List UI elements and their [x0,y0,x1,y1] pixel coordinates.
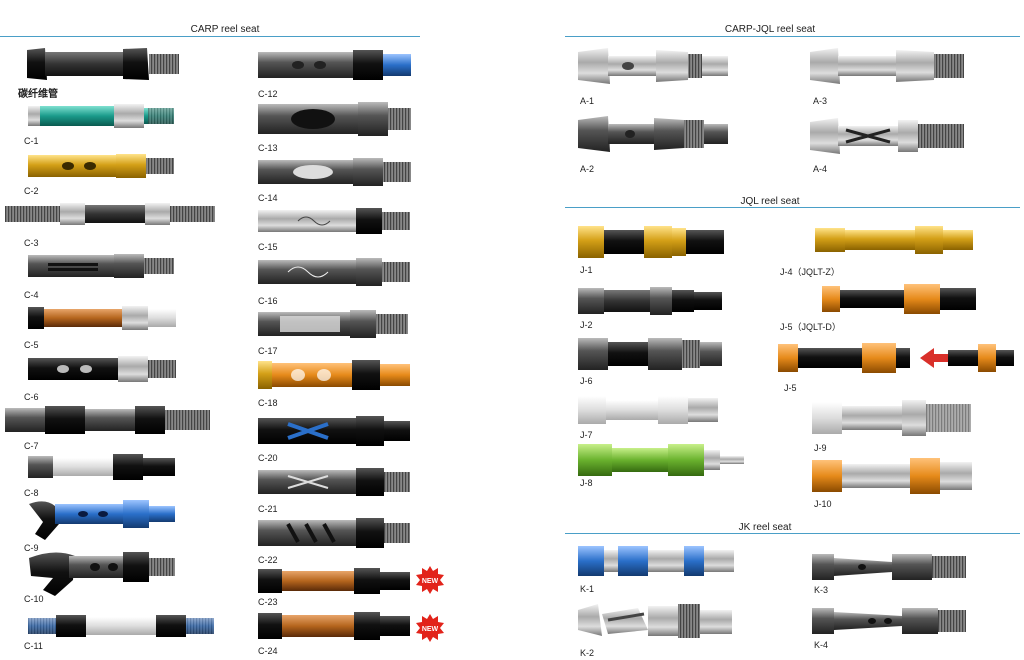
label-c5: C-5 [24,340,39,350]
reel-seat-j4-image [815,226,973,254]
reel-seat-j2-image [578,287,722,315]
label-k3: K-3 [814,585,829,595]
label-c1: C-1 [24,136,39,146]
label-c17: C-17 [258,346,278,356]
reel-seat-c16-image [258,258,410,286]
reel-seat-c24-image [258,612,410,640]
label-c10: C-10 [24,594,44,604]
label-c7: C-7 [24,441,39,451]
label-c4: C-4 [24,290,39,300]
reel-seat-k4-image [812,608,966,634]
label-k2: K-2 [580,648,595,658]
label-j7: J-7 [580,430,593,440]
reel-seat-c12-image [258,50,411,80]
reel-seat-c15-image [258,208,410,234]
label-a1: A-1 [580,96,595,106]
label-c24: C-24 [258,646,278,656]
reel-seat-c4-image [28,254,174,278]
reel-seat-c18-image [258,360,410,390]
jk-section-title: JK reel seat [738,522,792,533]
new-badge-c23: NEW [416,566,444,594]
reel-seat-c21-image [258,468,410,496]
reel-seat-c10-image [29,552,175,596]
new-badge-c23-text: NEW [422,578,439,585]
label-j1: J-1 [580,265,593,275]
label-c14: C-14 [258,193,278,203]
carbon-tube-image [27,48,179,80]
label-c13: C-13 [258,143,278,153]
label-c12: C-12 [258,89,278,99]
carp-section-title: CARP reel seat [190,24,260,35]
label-c18: C-18 [258,398,278,408]
reel-seat-j1-image [578,226,724,258]
label-c6: C-6 [24,392,39,402]
label-k1: K-1 [580,584,595,594]
reel-seat-k1-image [578,546,734,576]
arrow-left-icon [920,348,948,368]
reel-seat-j6-image [578,338,722,370]
label-c21: C-21 [258,504,278,514]
carbon-tube-label: 碳纤维管 [18,89,58,100]
label-j4: J-4（JQLT-Z） [780,267,840,277]
label-j2: J-2 [580,320,593,330]
reel-seat-c7-image [5,406,210,434]
label-c20: C-20 [258,453,278,463]
label-j6: J-6 [580,376,593,386]
new-badge-c24-text: NEW [422,626,439,633]
reel-seat-j9-image [812,400,971,436]
label-j5: J-5 [784,383,797,393]
jql-section-rule [565,207,1020,208]
reel-seat-c14-image [258,158,411,186]
label-c22: C-22 [258,555,278,565]
reel-seat-j8-image [578,444,744,476]
reel-seat-c5-image [28,306,176,330]
carp-jql-section-rule [565,36,1020,37]
reel-seat-c23-image [258,568,410,594]
reel-seat-k2-image [578,604,732,638]
label-j5d: J-5（JQLT-D） [780,322,841,332]
jk-section-rule [565,533,1020,534]
reel-seat-k3-image [812,554,966,580]
reel-seat-c11-image [28,615,214,637]
label-c9: C-9 [24,543,39,553]
reel-seat-a1-image [578,48,728,84]
label-c8: C-8 [24,488,39,498]
reel-seat-c20-image [258,416,410,446]
label-j10: J-10 [814,499,832,509]
reel-seat-c17-image [258,310,408,338]
label-j8: J-8 [580,478,593,488]
label-c15: C-15 [258,242,278,252]
reel-seat-c13-image [258,102,411,136]
label-c3: C-3 [24,238,39,248]
reel-seat-c22-image [258,518,410,548]
label-c2: C-2 [24,186,39,196]
reel-seat-j5-image [778,343,1014,373]
label-c11: C-11 [24,641,43,651]
reel-seat-j10-image [812,458,972,494]
label-c16: C-16 [258,296,278,306]
carp-section-rule [0,36,420,37]
reel-seat-c6-image [28,356,176,382]
reel-seat-c1-image [28,104,174,128]
reel-seat-a4-image [810,118,964,154]
carp-jql-section-title: CARP-JQL reel seat [724,24,816,35]
label-a3: A-3 [813,96,828,106]
jql-section-title: JQL reel seat [740,196,800,207]
label-k4: K-4 [814,640,829,650]
reel-seat-j5d-image [822,284,976,314]
label-j9: J-9 [814,443,827,453]
reel-seat-c2-image [28,154,174,178]
reel-seat-c9-image [29,500,175,540]
reel-seat-j7-image [578,396,718,424]
new-badge-c24: NEW [416,614,444,642]
label-a4: A-4 [813,164,828,174]
label-c23: C-23 [258,597,278,607]
reel-seat-a3-image [810,48,964,84]
reel-seat-c3-image [5,203,215,225]
reel-seat-c8-image [28,454,175,480]
reel-seat-a2-image [578,116,728,152]
label-a2: A-2 [580,164,595,174]
